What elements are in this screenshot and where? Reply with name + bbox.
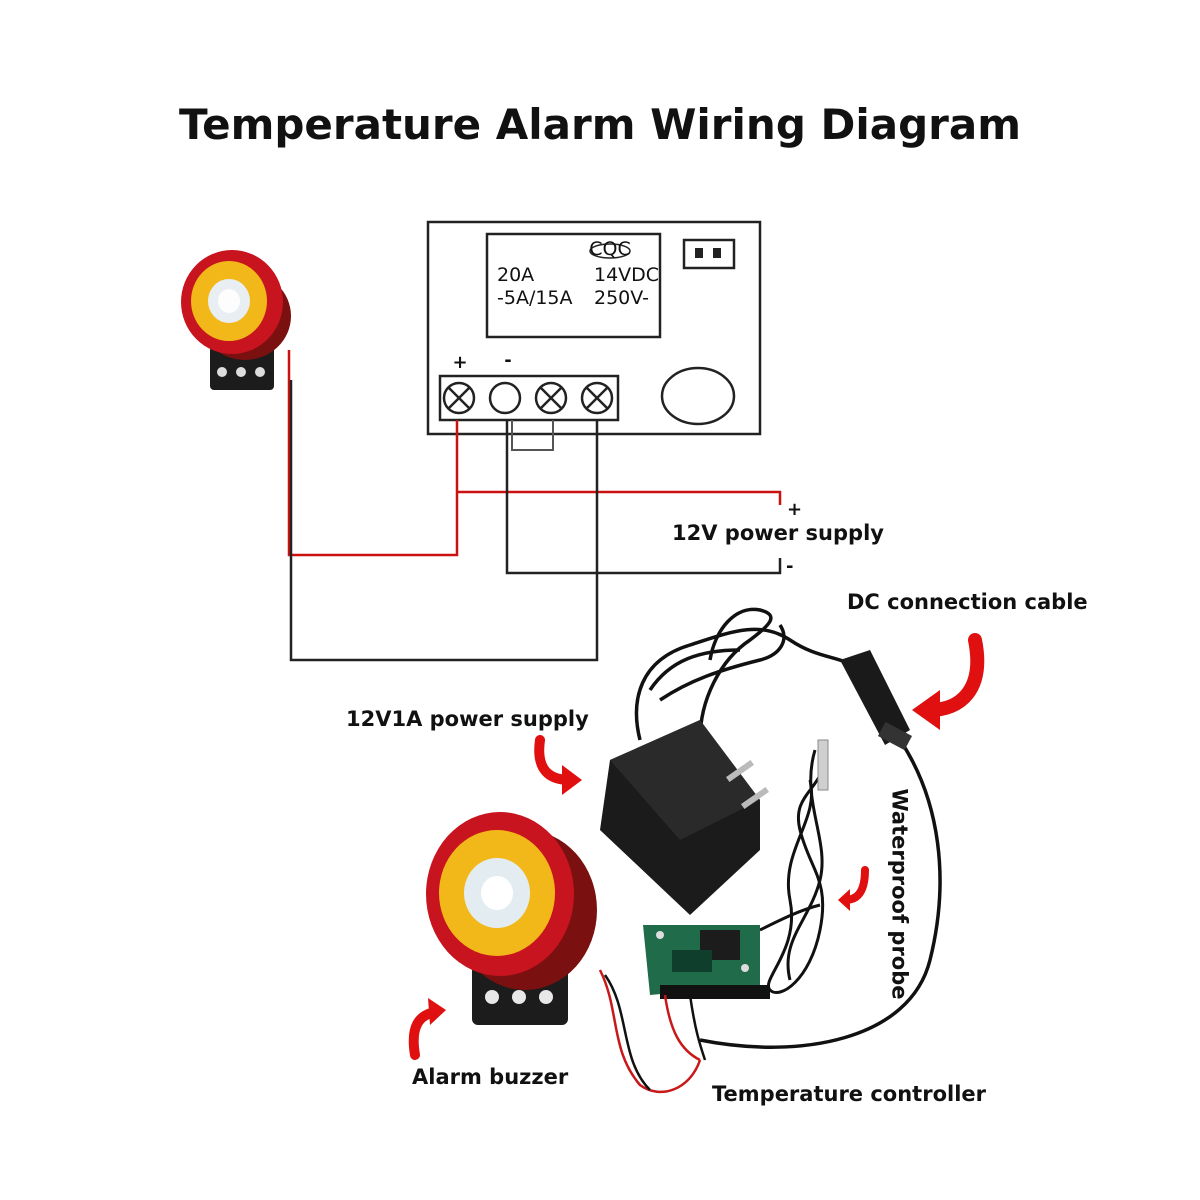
arrow-power-supply: [534, 735, 582, 795]
bridge-wire: [511, 420, 554, 451]
positive-wire-buzzer: [287, 350, 459, 557]
terminal-4: [580, 381, 614, 415]
label-temperature-controller: Temperature controller: [712, 1082, 987, 1106]
relay-rating-left-1: 20A: [497, 264, 534, 286]
label-12v1a-power-supply: 12V1A power supply: [346, 707, 589, 731]
label-alarm-buzzer: Alarm buzzer: [412, 1065, 569, 1089]
ce-mark-text: CQC: [589, 238, 631, 260]
terminal-plus-label: +: [452, 352, 467, 373]
relay-rating-right-2: 250V-: [594, 287, 649, 309]
positive-wire-supply: [457, 490, 782, 505]
dc-barrel-connector: [840, 650, 912, 751]
terminal-3: [534, 381, 568, 415]
relay-module: CQC 20A -5A/15A 14VDC 250V- +: [426, 220, 762, 436]
ce-mark: [589, 243, 631, 259]
dc-cable: [634, 607, 942, 1049]
negative-wire-supply: [505, 420, 782, 575]
label-waterproof-probe: Waterproof probe: [887, 788, 912, 1000]
relay-rating-right-1: 14VDC: [594, 264, 659, 286]
terminal-1: [442, 381, 476, 415]
power-adapter: [600, 720, 770, 915]
probe-cable: [759, 744, 827, 994]
buzzer-return-wire: [289, 380, 599, 662]
supply-minus: -: [786, 556, 793, 577]
page-title: Temperature Alarm Wiring Diagram: [179, 100, 1021, 149]
arrow-buzzer: [408, 998, 446, 1060]
display-window: [660, 366, 736, 426]
supply-plus: +: [787, 499, 802, 520]
schematic-wires: [287, 350, 782, 662]
relay-rating-left-2: -5A/15A: [497, 287, 573, 309]
controller-board: [643, 925, 770, 999]
arrow-probe: [838, 866, 869, 911]
probe-socket: [682, 238, 736, 270]
buzzer-wires: [598, 969, 707, 1094]
terminal-2: [488, 381, 522, 415]
label-12v-power-supply: 12V power supply: [672, 521, 884, 545]
terminal-minus-label: -: [504, 350, 511, 371]
arrow-dc-cable: [912, 633, 985, 730]
alarm-buzzer: [426, 812, 597, 1025]
label-dc-connection-cable: DC connection cable: [847, 590, 1088, 614]
relay-block: [485, 232, 662, 339]
probe-tip: [817, 739, 829, 791]
schematic-buzzer: [181, 250, 291, 390]
